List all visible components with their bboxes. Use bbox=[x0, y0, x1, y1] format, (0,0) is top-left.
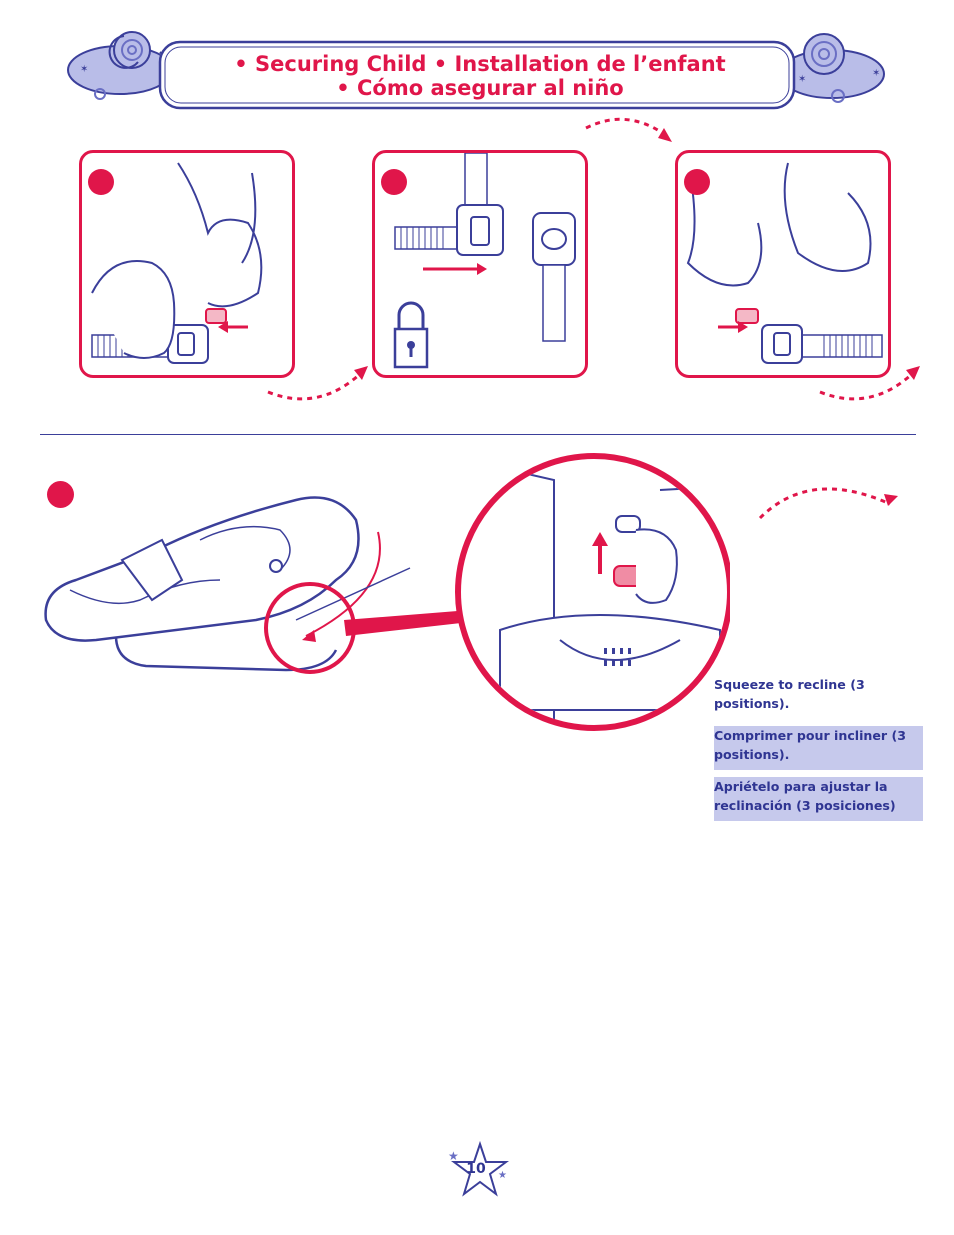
section-divider bbox=[40, 434, 916, 435]
star-icon: ★ ★ bbox=[448, 1140, 509, 1197]
svg-text:✶: ✶ bbox=[80, 64, 88, 75]
moon-cloud-right-decoration: ✶ ✶ bbox=[779, 33, 885, 103]
caption-french: Comprimer pour incliner (3 positions). bbox=[714, 726, 923, 770]
buckle-latch-illustration bbox=[394, 153, 576, 342]
svg-text:★: ★ bbox=[448, 1149, 459, 1163]
step-marker-3 bbox=[684, 169, 710, 195]
step-marker-4 bbox=[47, 481, 74, 508]
page-number: 10 bbox=[466, 1161, 486, 1177]
step-panel-2 bbox=[372, 150, 588, 378]
page-title: • Securing Child • Installation de l’enf… bbox=[234, 52, 726, 76]
svg-text:★: ★ bbox=[498, 1170, 507, 1181]
step-marker-2 bbox=[381, 169, 407, 195]
buckle-other-side-illustration bbox=[686, 162, 883, 364]
svg-text:✶: ✶ bbox=[798, 74, 806, 85]
page-subtitle: • Cómo asegurar al niño bbox=[336, 76, 624, 100]
caption-english: Squeeze to recline (3 positions). bbox=[714, 677, 865, 711]
step-panel-3 bbox=[675, 150, 891, 378]
caption-spanish: Apriételo para ajustar la reclinación (3… bbox=[714, 777, 923, 821]
recline-illustration bbox=[44, 453, 730, 731]
flow-arrows-top bbox=[267, 117, 920, 401]
buckle-insert-illustration bbox=[91, 162, 263, 364]
step-panel-1 bbox=[79, 150, 295, 378]
step-marker-1 bbox=[88, 169, 114, 195]
header-banner: ✶ ✶ ✶ bbox=[67, 31, 885, 110]
lock-icon bbox=[393, 301, 429, 369]
flow-arrow-step-4 bbox=[758, 487, 898, 520]
svg-text:✶: ✶ bbox=[872, 68, 880, 79]
